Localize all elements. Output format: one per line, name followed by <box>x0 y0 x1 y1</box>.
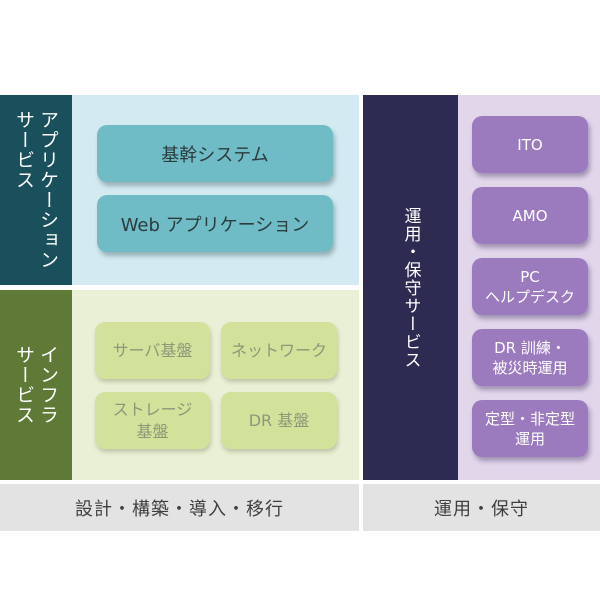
pc-helpdesk-box[interactable]: PC ヘルプデスク <box>472 258 588 315</box>
routine-operation-box[interactable]: 定型・非定型 運用 <box>472 400 588 457</box>
operation-maintenance-bar: 運用・保守 <box>363 484 600 531</box>
infrastructure-services-label-line2: サービス <box>13 345 35 425</box>
application-services-panel <box>72 95 359 285</box>
application-services-label-line1: アプリケーション <box>37 110 59 270</box>
application-services-label: アプリケーションサービス <box>0 95 72 285</box>
web-application-box[interactable]: Web アプリケーション <box>97 195 333 252</box>
dr-platform-box[interactable]: DR 基盤 <box>221 392 337 449</box>
design-build-bar: 設計・構築・導入・移行 <box>0 484 359 531</box>
dr-training-box[interactable]: DR 訓練・ 被災時運用 <box>472 329 588 386</box>
amo-box[interactable]: AMO <box>472 187 588 244</box>
operation-services-label: 運用・保守サービス <box>363 95 458 480</box>
operation-services-label-text: 運用・保守サービス <box>400 206 421 369</box>
infrastructure-services-label: インフラサービス <box>0 290 72 480</box>
network-box[interactable]: ネットワーク <box>221 322 337 379</box>
storage-platform-box[interactable]: ストレージ 基盤 <box>95 392 210 449</box>
infrastructure-services-panel <box>72 290 359 480</box>
core-system-box[interactable]: 基幹システム <box>97 125 333 182</box>
ito-box[interactable]: ITO <box>472 116 588 173</box>
application-services-label-line2: サービス <box>13 110 35 190</box>
server-platform-box[interactable]: サーバ基盤 <box>95 322 210 379</box>
infrastructure-services-label-line1: インフラ <box>37 345 59 425</box>
